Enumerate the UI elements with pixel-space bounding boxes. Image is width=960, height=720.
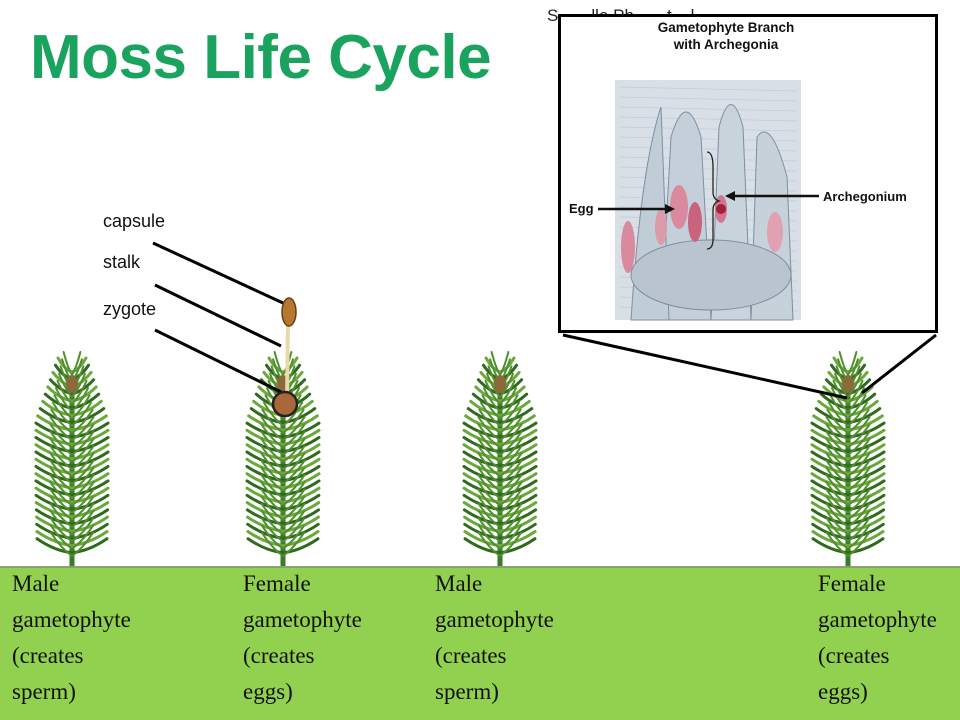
stalk-leader-line xyxy=(154,283,282,348)
callout-line-left xyxy=(562,333,848,400)
gametophyte-label-2: Female gametophyte (creates eggs) xyxy=(243,571,362,704)
ground-strip xyxy=(0,566,960,720)
zygote-circle xyxy=(271,390,299,418)
callout-line-right xyxy=(861,333,937,395)
sporophyte-stalk xyxy=(285,321,290,401)
sporophyte-capsule xyxy=(281,297,297,327)
inset-title: Gametophyte Branch with Archegonia xyxy=(657,20,795,52)
moss-plant-4 xyxy=(810,351,886,566)
moss-plant-1 xyxy=(34,351,110,566)
moss-plant-2 xyxy=(245,351,321,566)
moss-plant-3 xyxy=(462,351,538,566)
inset-archegonium-label: Archegonium xyxy=(823,189,907,204)
zygote-label: zygote xyxy=(103,299,157,319)
gametophyte-label-1: Male gametophyte (creates sperm) xyxy=(12,571,131,704)
capsule-leader-line xyxy=(152,241,284,305)
zygote-leader-line xyxy=(154,328,282,394)
page-title: Moss Life Cycle xyxy=(30,23,492,92)
gametophyte-label-3: Male gametophyte (creates sperm) xyxy=(435,571,554,704)
capsule-label: capsule xyxy=(103,211,166,231)
micrograph-image xyxy=(598,80,819,321)
gametophyte-label-4: Female gametophyte (creates eggs) xyxy=(818,571,937,704)
inset-egg-label: Egg xyxy=(569,201,594,216)
stalk-label: stalk xyxy=(103,252,141,272)
micrograph-inset: Gametophyte Branch with Archegonia Egg A… xyxy=(558,14,938,333)
